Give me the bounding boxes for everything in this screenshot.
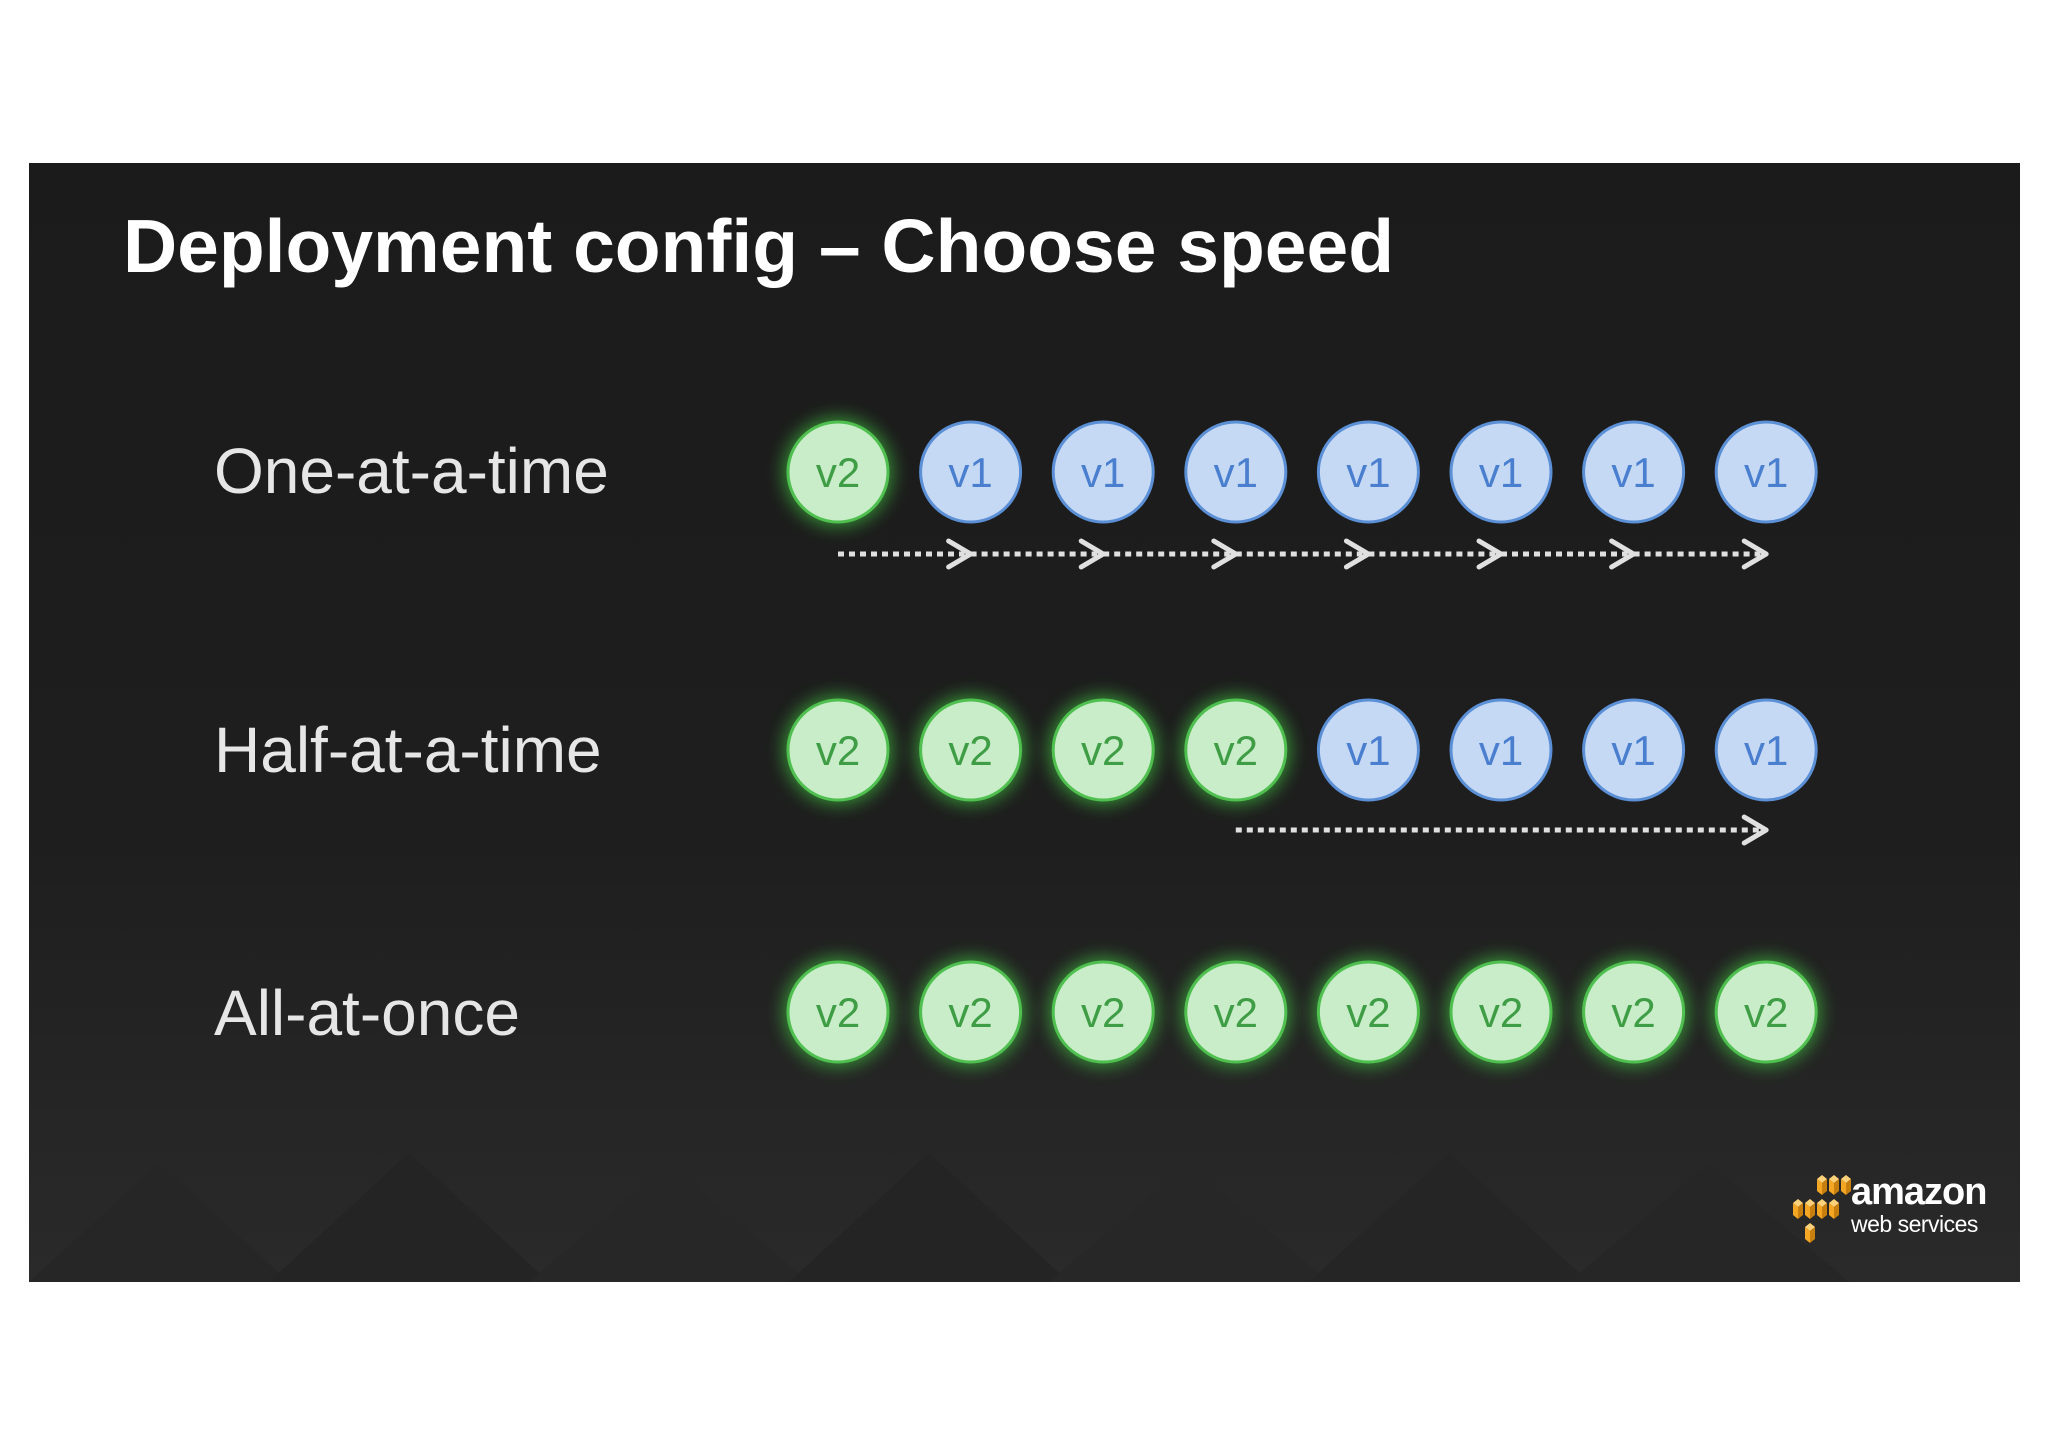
node-v2: v2 [784,696,892,804]
node-label: v1 [1479,449,1523,496]
node-v1: v1 [1449,420,1553,524]
progress-arrow [838,538,974,570]
node-v2: v2 [1049,696,1158,804]
node-v2: v2 [1181,696,1290,804]
node-label: v1 [1081,449,1125,496]
deployment-diagram: v2 v1 v1 v1 v1 v1 v1 v1 v2 v2 v2 v2 v1 v1 v1 v1 v2 v2 v2 v2… [784,418,1821,1066]
node-label: v2 [1479,989,1523,1036]
node-label: v2 [816,727,860,774]
node-v2: v2 [916,958,1025,1066]
node-v2: v2 [1579,958,1688,1066]
cube-shape [1817,1199,1827,1219]
progress-arrow [970,538,1106,570]
node-label: v2 [1744,989,1788,1036]
node-label: v1 [1346,449,1390,496]
row-label-half-at-a-time: Half-at-a-time [214,714,602,786]
node-v1: v1 [1051,420,1155,524]
node-v1: v1 [1714,698,1818,802]
node-v1: v1 [1316,698,1420,802]
progress-arrow [1235,814,1769,846]
cube-shape [1841,1175,1851,1195]
cube-shape [1829,1199,1839,1219]
node-v2: v2 [916,696,1025,804]
node-label: v2 [1081,989,1125,1036]
progress-arrow [1633,538,1769,570]
node-v2: v2 [1712,958,1821,1066]
node-label: v1 [1479,727,1523,774]
logo-tagline: web services [1851,1211,1978,1237]
slide-title: Deployment config – Choose speed [123,204,1395,288]
progress-arrow [1368,538,1504,570]
node-label: v1 [1346,727,1390,774]
node-label: v2 [816,989,860,1036]
node-label: v2 [1214,989,1258,1036]
aws-cubes-icon [1793,1175,1851,1243]
node-label: v1 [1611,449,1655,496]
progress-arrow [1235,538,1371,570]
node-label: v2 [1214,727,1258,774]
node-v1: v1 [1449,698,1553,802]
logo-wordmark: amazon [1851,1171,1987,1213]
node-label: v2 [948,727,992,774]
node-label: v1 [1744,449,1788,496]
node-label: v2 [816,449,860,496]
node-label: v2 [1346,989,1390,1036]
node-v1: v1 [1316,420,1420,524]
aws-logo: amazon web services [1789,1173,1999,1263]
cube-shape [1805,1199,1815,1219]
row-label-one-at-a-time: One-at-a-time [214,435,609,507]
row-label-all-at-once: All-at-once [214,977,520,1049]
progress-arrow [1103,538,1239,570]
node-label: v2 [1611,989,1655,1036]
node-v1: v1 [1582,698,1686,802]
node-label: v2 [948,989,992,1036]
node-v2: v2 [784,418,892,526]
node-v1: v1 [1184,420,1288,524]
node-label: v2 [1081,727,1125,774]
cube-shape [1829,1175,1839,1195]
node-label: v1 [948,449,992,496]
background-pattern [29,1153,1849,1282]
node-label: v1 [1744,727,1788,774]
progress-arrow [1501,538,1637,570]
cube-shape [1805,1223,1815,1243]
node-v2: v2 [1181,958,1290,1066]
node-v1: v1 [919,420,1023,524]
node-label: v1 [1214,449,1258,496]
node-v1: v1 [1582,420,1686,524]
slide: Deployment config – Choose speed One-at-… [29,163,2020,1282]
node-v2: v2 [1447,958,1555,1066]
node-label: v1 [1611,727,1655,774]
node-v1: v1 [1714,420,1818,524]
cube-shape [1817,1175,1827,1195]
node-v2: v2 [784,958,892,1066]
node-v2: v2 [1049,958,1158,1066]
cube-shape [1793,1199,1803,1219]
node-v2: v2 [1314,958,1423,1066]
